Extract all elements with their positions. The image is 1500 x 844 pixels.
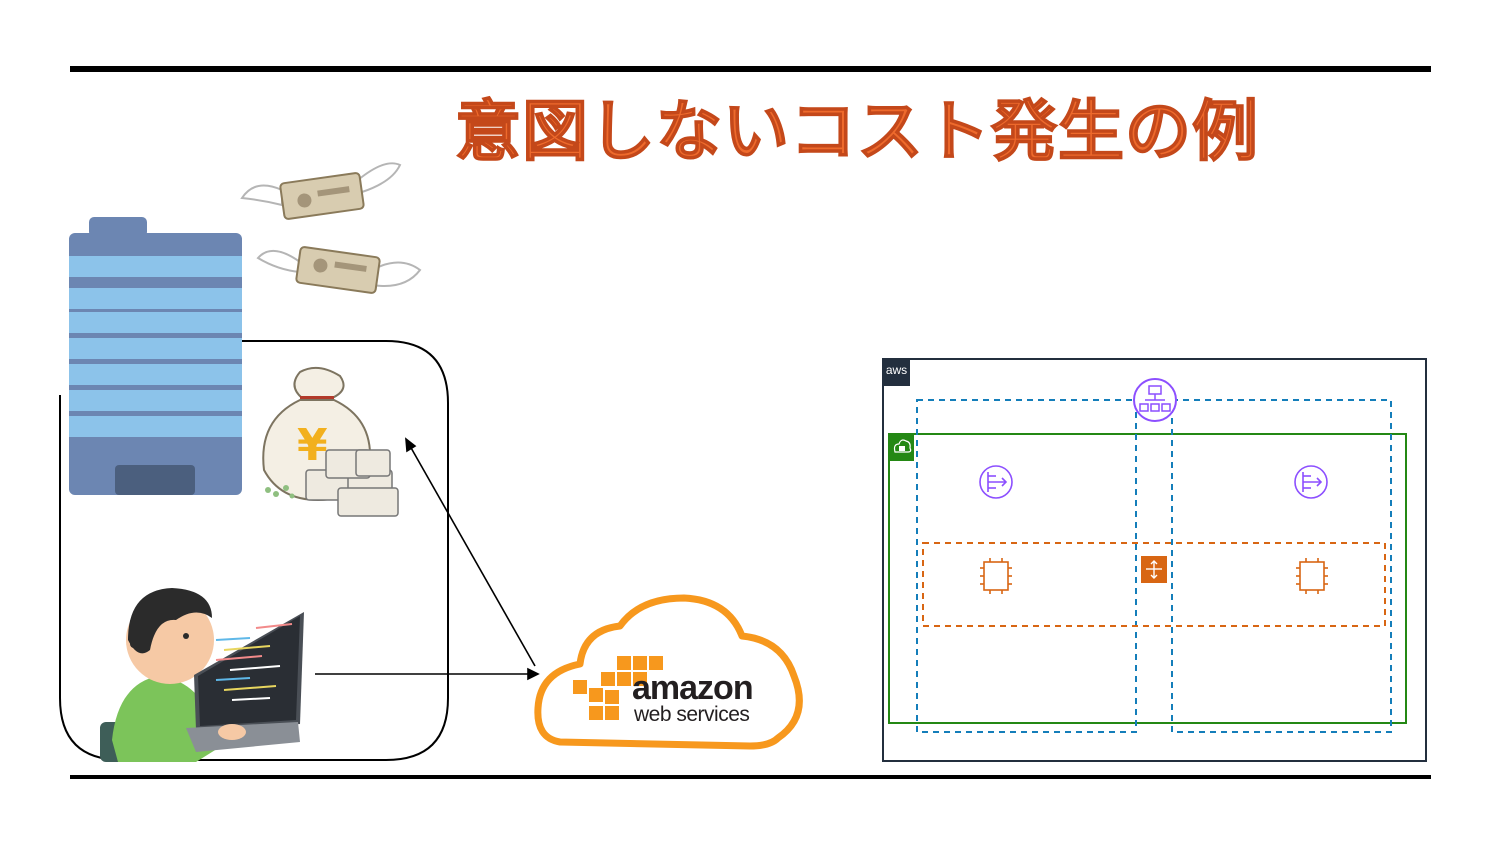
engineer-laptop-icon xyxy=(100,588,304,762)
aws-badge-icon: aws xyxy=(883,360,910,386)
cost-flow-arrows xyxy=(315,437,540,681)
flying-money-icon xyxy=(256,246,422,294)
top-rule xyxy=(70,66,1431,72)
availability-zone-a xyxy=(916,399,1137,733)
autoscaling-group xyxy=(922,542,1386,627)
nat-gateway-icon xyxy=(979,465,1013,499)
aws-cloud-group xyxy=(882,358,1427,762)
flying-money-icon xyxy=(240,162,402,220)
load-balancer-icon xyxy=(1133,378,1177,422)
office-building-icon xyxy=(69,217,242,495)
page-title: 意図しないコスト発生の例 xyxy=(454,92,1259,171)
bottom-rule xyxy=(70,775,1431,779)
svg-text:¥: ¥ xyxy=(297,420,328,471)
vpc-group xyxy=(888,433,1407,724)
aws-brand-text: amazon xyxy=(632,669,754,707)
aws-cloud-logo xyxy=(534,594,803,750)
aws-tagline-text: web services xyxy=(634,703,750,726)
nat-gateway-icon xyxy=(1294,465,1328,499)
architecture-diagram xyxy=(882,358,1427,762)
ec2-instance-icon xyxy=(1296,558,1328,594)
company-frame xyxy=(59,340,449,761)
autoscaling-icon xyxy=(1141,556,1167,583)
illustration-canvas: ¥ xyxy=(59,162,803,762)
ec2-instance-icon xyxy=(980,558,1012,594)
availability-zone-c xyxy=(1171,399,1392,733)
aws-cubes-icon xyxy=(573,656,663,720)
vpc-lock-icon xyxy=(889,434,914,461)
money-bag-icon: ¥ xyxy=(262,366,399,517)
